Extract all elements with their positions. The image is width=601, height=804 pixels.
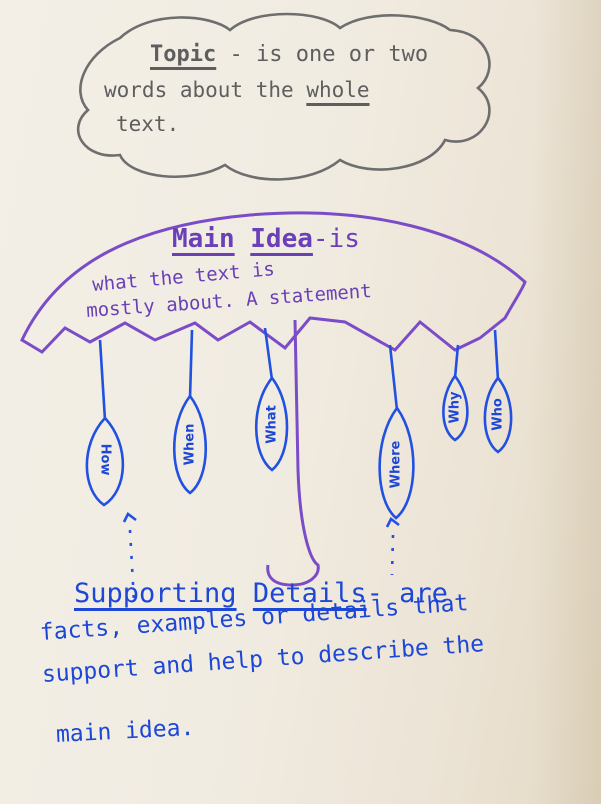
main-idea-term-2: Idea: [250, 224, 313, 254]
umbrella-handle: [266, 319, 320, 587]
main-idea-suffix: -is: [312, 224, 360, 254]
topic-term: Topic: [150, 42, 217, 67]
supporting-term-1: Supporting: [74, 578, 237, 609]
umbrella-canopy: [20, 211, 527, 354]
main-idea-term-1: Main: [172, 224, 235, 254]
topic-line2: words about the whole: [104, 80, 370, 101]
drop-where-outline: [378, 405, 415, 520]
topic-emphasis-whole: whole: [306, 78, 370, 102]
drop-what-label: What: [264, 405, 280, 444]
topic-line1: Topic - is one or two: [150, 44, 428, 66]
main-idea-heading: Main Idea-is: [172, 226, 360, 252]
supporting-heading: Supporting Details- are: [74, 580, 448, 607]
drop-how-outline: [85, 416, 125, 507]
supporting-suffix: - are: [366, 578, 448, 609]
drop-what-outline: [255, 375, 289, 472]
topic-line3: text.: [116, 112, 180, 136]
topic-definition-2: words about the: [104, 78, 294, 102]
drop-when-outline: [173, 393, 207, 495]
drop-when-label: When: [182, 423, 198, 466]
supporting-term-2: Details: [252, 578, 367, 609]
drop-who-outline: [483, 375, 513, 454]
drop-how-label: How: [97, 443, 113, 476]
topic-cloud: [76, 12, 491, 181]
topic-definition-1: - is one or two: [229, 42, 429, 67]
drop-why-outline: [442, 373, 469, 442]
drop-where-label: Where: [388, 440, 404, 489]
drop-who-label: Who: [490, 398, 506, 431]
drop-why-label: Why: [447, 391, 463, 424]
